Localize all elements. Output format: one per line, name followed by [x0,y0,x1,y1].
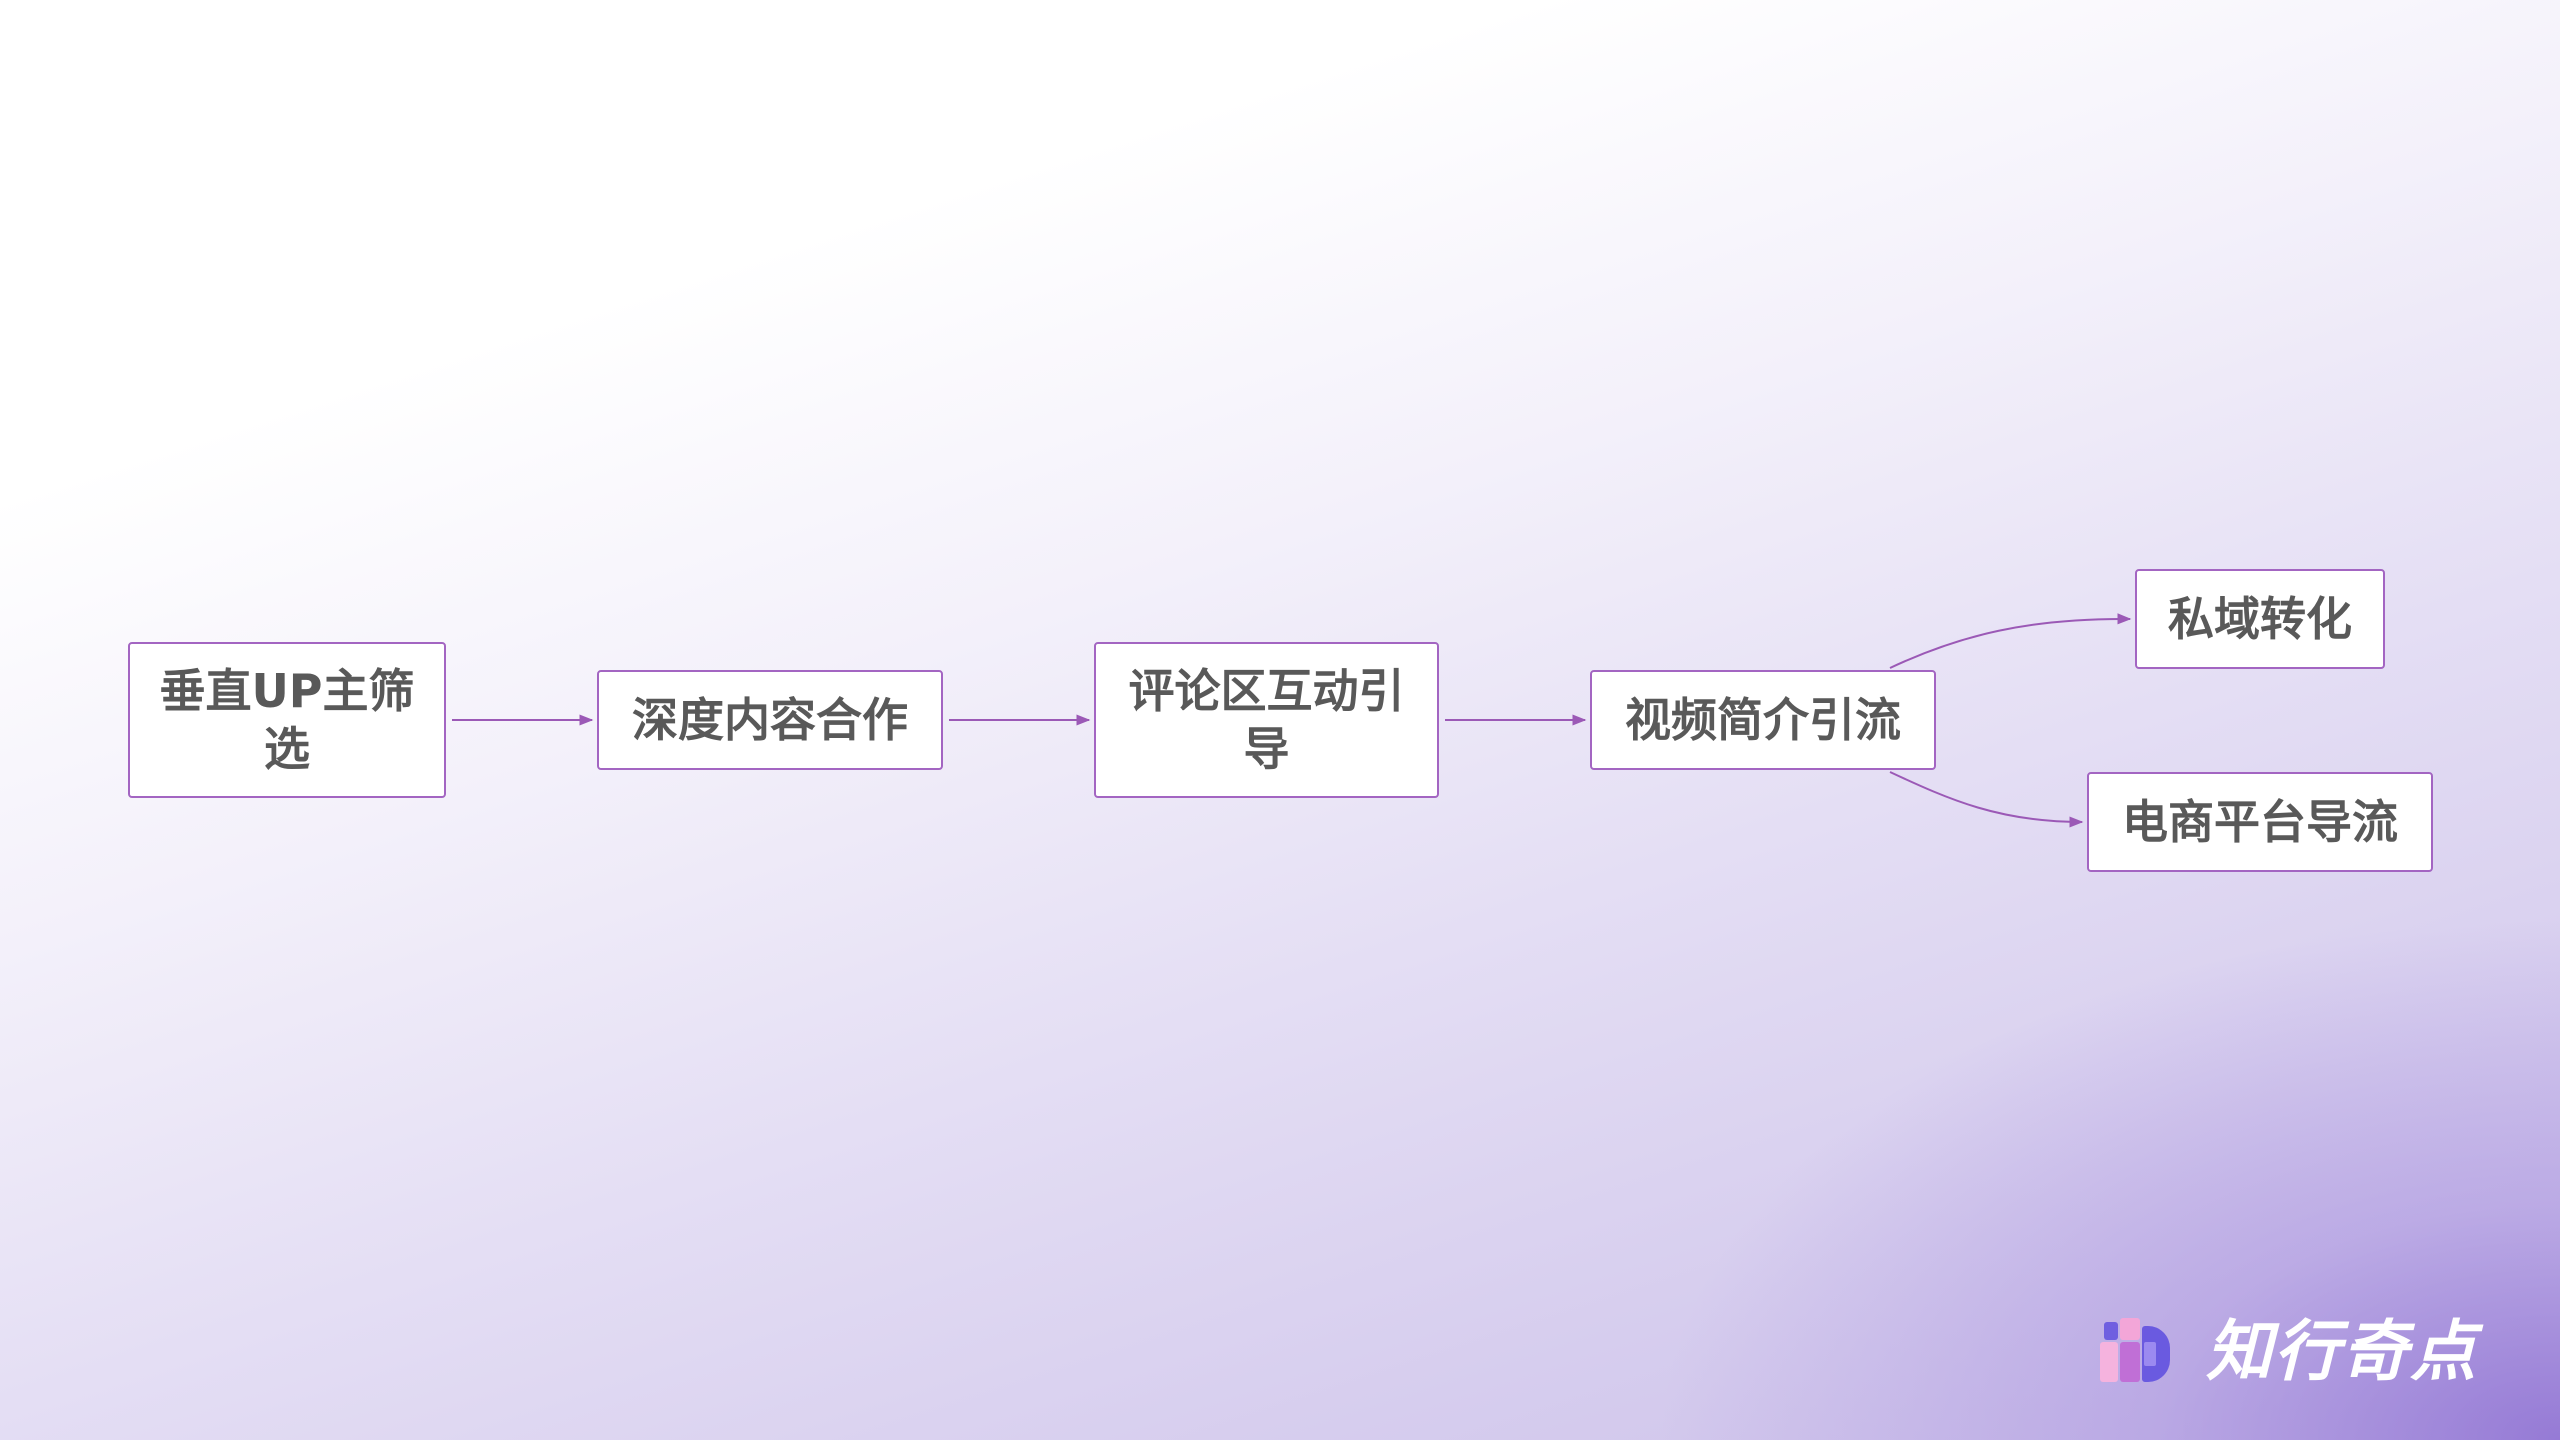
flow-node-label: 评论区互动引导 [1128,664,1405,776]
flow-node-comment-guidance: 评论区互动引导 [1094,642,1439,798]
flow-node-label: 视频简介引流 [1625,693,1901,747]
flow-node-label: 垂直UP主筛选 [159,664,415,776]
flow-node-label: 深度内容合作 [632,693,908,747]
brand-name: 知行奇点 [2206,1313,2478,1390]
flow-node-content-cooperation: 深度内容合作 [597,670,943,770]
flow-node-label: 电商平台导流 [2122,795,2398,849]
flow-node-video-description-traffic: 视频简介引流 [1590,670,1936,770]
flow-node-private-domain-conversion: 私域转化 [2135,569,2385,669]
connector-n4-n5 [1889,613,2132,669]
flow-node-label: 私域转化 [2168,592,2352,646]
connector-n4-n6 [1889,771,2084,828]
logo-blocks-icon [2100,1316,2172,1388]
brand-logo: 知行奇点 [2100,1312,2478,1392]
flow-node-vertical-up-selection: 垂直UP主筛选 [128,642,446,798]
flow-node-ecommerce-traffic: 电商平台导流 [2087,772,2433,872]
